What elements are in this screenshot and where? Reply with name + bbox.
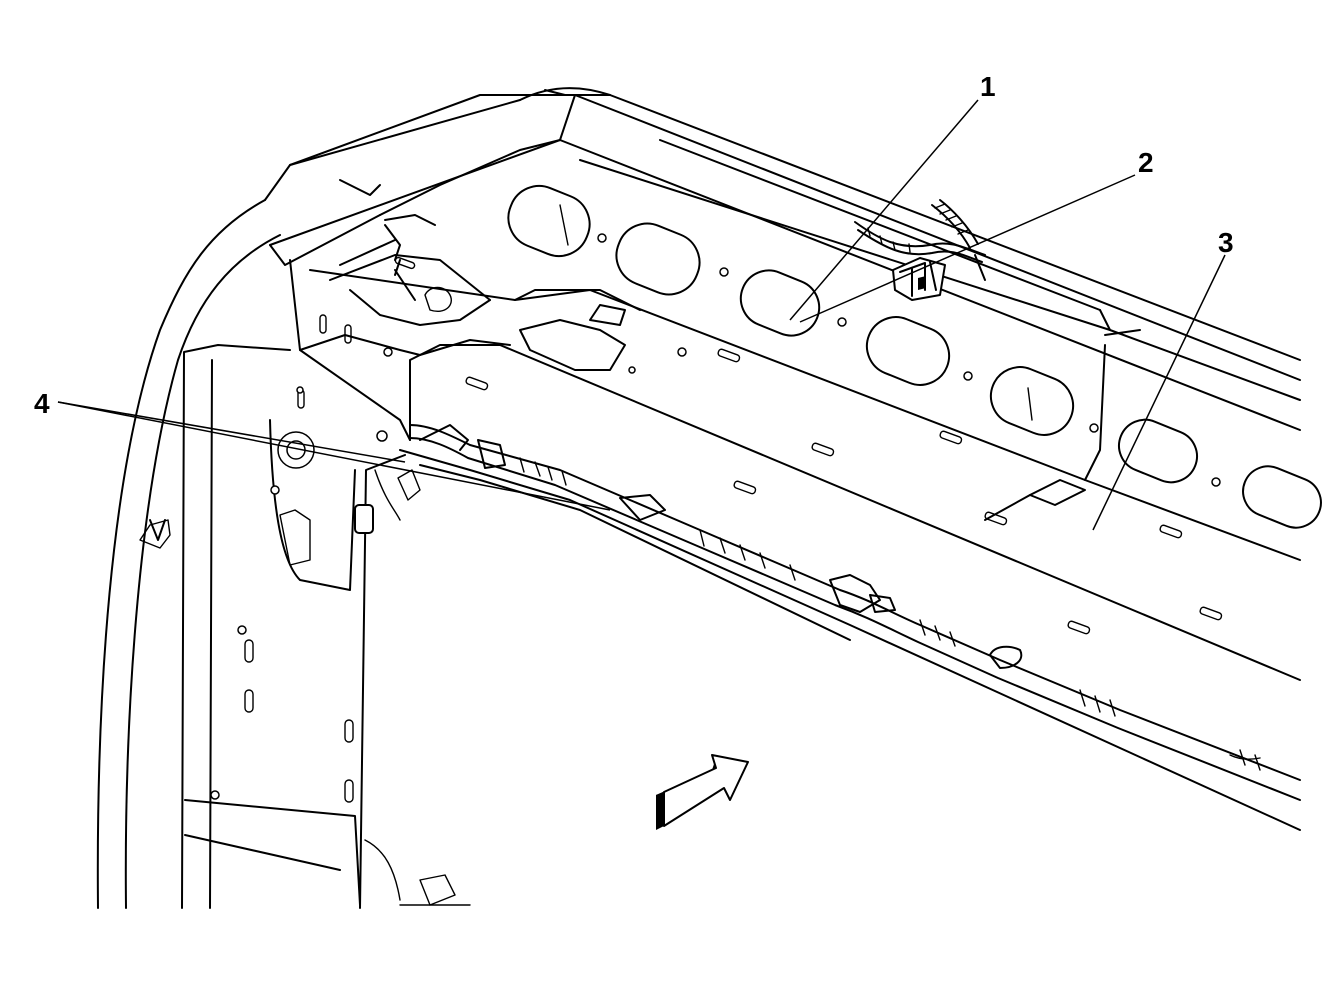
leader-2 [799, 174, 1136, 323]
roof-header-bracket [264, 87, 1301, 481]
view-direction-arrow-icon [656, 754, 749, 830]
roof-rail-inner-flange [289, 214, 1301, 681]
callout-4: 4 [34, 388, 50, 419]
callout-3: 3 [1218, 227, 1234, 258]
leader-1 [789, 99, 979, 321]
harness-connector [892, 257, 946, 301]
roof-side-wiring-harness [399, 424, 1301, 831]
callout-leaders [57, 99, 1226, 531]
a-pillar-inner-panel [181, 314, 471, 909]
leader-4a [57, 401, 611, 511]
leader-4b [57, 401, 406, 463]
a-pillar-outer [96, 199, 281, 909]
roof-rail-slots [394, 184, 1322, 635]
callout-1: 1 [980, 71, 996, 102]
callout-2: 2 [1138, 147, 1154, 178]
leader-3 [1092, 254, 1226, 531]
